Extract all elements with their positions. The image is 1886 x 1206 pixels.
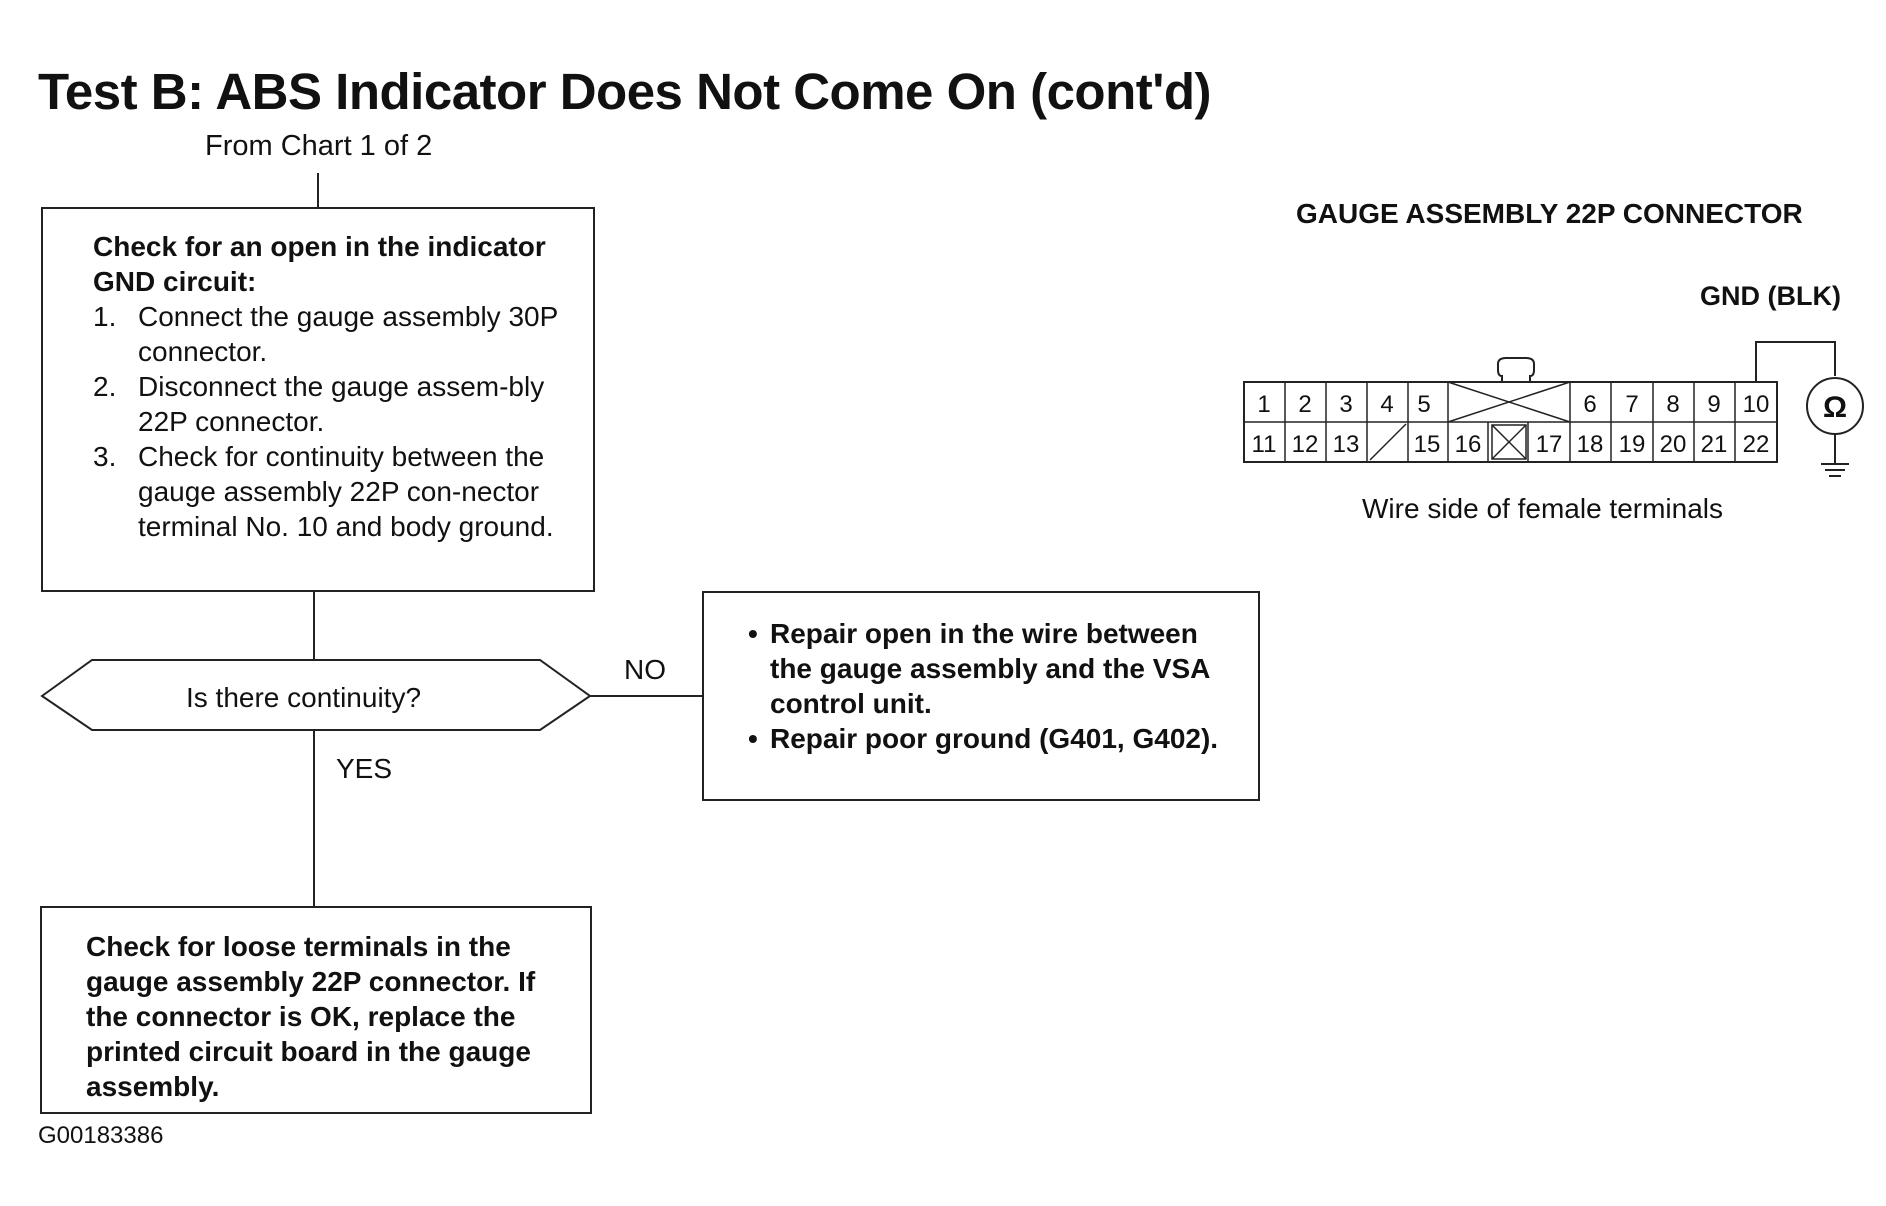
connector-caption: Wire side of female terminals — [1362, 493, 1724, 524]
check-gnd-circuit-box: Check for an open in the indicator GND c… — [41, 207, 595, 592]
terminal-3: 3 — [1339, 391, 1352, 418]
terminal-18: 18 — [1577, 431, 1604, 458]
terminal-16: 16 — [1455, 431, 1482, 458]
repair-box: • Repair open in the wire between the ga… — [702, 591, 1260, 801]
terminal-1: 1 — [1257, 391, 1270, 418]
figure-id: G00183386 — [38, 1122, 164, 1149]
terminal-2: 2 — [1298, 391, 1311, 418]
no-label: NO — [624, 654, 666, 685]
terminal-4: 4 — [1380, 391, 1393, 418]
terminal-9: 9 — [1707, 391, 1720, 418]
ohm-symbol: Ω — [1823, 391, 1847, 424]
gnd-wire-label: GND (BLK) — [1700, 281, 1841, 311]
row2-dividers — [1284, 422, 1736, 462]
blank-cavity-cross-b — [1447, 381, 1571, 423]
step-1: 1. Connect the gauge assembly 30P connec… — [93, 301, 558, 367]
blank-cavity-box — [1491, 424, 1527, 460]
terminal-5: 5 — [1417, 391, 1430, 418]
empty-cavity-slash — [1369, 423, 1407, 461]
terminal-17: 17 — [1536, 431, 1563, 458]
terminal-20: 20 — [1660, 431, 1687, 458]
terminal-6: 6 — [1583, 391, 1596, 418]
row1-dividers — [1284, 382, 1736, 422]
terminal-22: 22 — [1743, 431, 1770, 458]
terminal-19: 19 — [1619, 431, 1646, 458]
repair-item-2: • Repair poor ground (G401, G402). — [748, 723, 1219, 754]
terminal-10: 10 — [1743, 391, 1770, 418]
gnd-probe-wire — [1755, 341, 1836, 382]
step-2: 2. Disconnect the gauge assem-bly 22P co… — [93, 371, 545, 437]
connector-lock-tab — [1497, 357, 1535, 382]
decision-question: Is there continuity? — [186, 682, 422, 713]
terminal-15: 15 — [1414, 431, 1441, 458]
terminal-21: 21 — [1701, 431, 1728, 458]
check-box-heading: Check for an open in the indicator GND c… — [93, 231, 546, 297]
connector-22p-diagram: 1 2 3 4 5 6 7 8 9 10 11 12 13 15 16 17 1… — [1243, 341, 1864, 477]
connector-title: GAUGE ASSEMBLY 22P CONNECTOR — [1296, 198, 1803, 229]
terminal-7: 7 — [1625, 391, 1638, 418]
from-chart-label: From Chart 1 of 2 — [205, 130, 433, 162]
yes-label: YES — [336, 753, 393, 784]
repair-item-1: • Repair open in the wire between the ga… — [748, 618, 1210, 719]
replace-pcb-box: Check for loose terminals in the gauge a… — [40, 906, 592, 1114]
step-3: 3. Check for continuity between the gaug… — [93, 441, 554, 542]
terminal-8: 8 — [1666, 391, 1679, 418]
terminal-13: 13 — [1333, 431, 1360, 458]
terminal-11: 11 — [1252, 431, 1277, 458]
page-title: Test B: ABS Indicator Does Not Come On (… — [38, 63, 1211, 120]
terminal-12: 12 — [1292, 431, 1319, 458]
